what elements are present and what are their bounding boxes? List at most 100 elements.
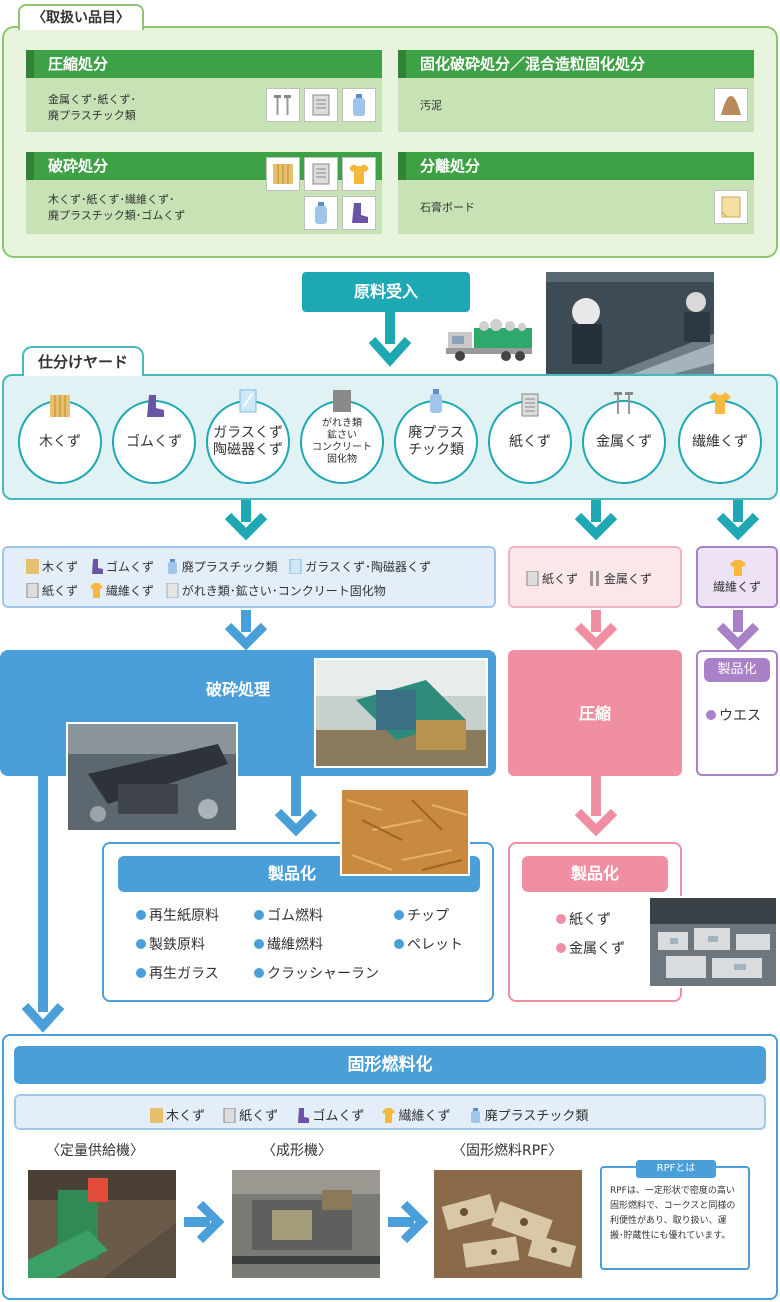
glass-icon <box>289 559 302 574</box>
truck-icon <box>446 319 532 361</box>
long-down-arrow <box>21 776 65 1033</box>
pink-product-title: 製品化 <box>522 856 668 892</box>
boot-icon <box>298 1108 310 1123</box>
paper-icon <box>526 571 539 586</box>
sorting-yard-title: 仕分けヤード <box>22 346 145 376</box>
fiber-product-item: ウエス <box>706 706 761 726</box>
boot-icon <box>91 559 103 574</box>
rpf-info-text: RPFは、一定形状で密度の高い固形燃料で、コークスと同様の利便性があり、取り扱い… <box>610 1186 736 1241</box>
right-arrow <box>388 1200 428 1244</box>
compress-process-box <box>508 650 682 776</box>
step-label-rpf: 〈固形燃料RPF〉 <box>452 1143 563 1159</box>
category-title: 分離処分 <box>398 152 754 180</box>
circle-rubble: がれき類鉱さいコンクリート固化物 <box>300 400 384 484</box>
product-item: 再生ガラス <box>136 964 219 984</box>
step-label-feeder: 〈定量供給機〉 <box>46 1143 144 1159</box>
compressed-bales-photo <box>648 896 778 988</box>
product-item: ペレット <box>394 935 463 955</box>
category-crushing: 破砕処分 木くず･紙くず･繊維くず･廃プラスチック類･ゴムくず <box>26 152 382 234</box>
paper-icon <box>304 88 338 122</box>
metal-icon <box>589 571 599 586</box>
down-arrow <box>574 776 618 837</box>
product-item: クラッシャーラン <box>254 964 379 984</box>
heavy-machinery-photo <box>66 722 238 832</box>
wood-icon <box>50 395 70 417</box>
paper-icon <box>521 393 539 417</box>
down-arrow <box>274 776 318 837</box>
step-label-molder: 〈成形機〉 <box>262 1143 332 1159</box>
boot-icon <box>147 395 164 417</box>
shirt-icon <box>730 560 746 576</box>
bottle-icon <box>342 88 376 122</box>
product-item: 再生紙原料 <box>136 906 219 926</box>
category-title: 圧縮処分 <box>26 50 382 78</box>
glass-icon <box>239 389 257 413</box>
wood-icon <box>266 157 300 191</box>
compress-materials-list: 紙くず 金属くず <box>508 546 682 608</box>
bottle-icon <box>430 389 442 413</box>
paper-icon <box>223 1108 236 1123</box>
shirt-icon <box>709 392 731 414</box>
category-solidification: 固化破砕処分／混合造粒固化処分 汚泥 <box>398 50 754 132</box>
down-arrow <box>368 312 412 367</box>
product-item: ゴム燃料 <box>254 906 323 926</box>
category-compression: 圧縮処分 金属くず･紙くず･廃プラスチック類 <box>26 50 382 132</box>
fiber-product-title: 製品化 <box>704 658 770 682</box>
product-item: 繊維燃料 <box>254 935 323 955</box>
circle-plastic: 廃プラスチック類 <box>394 400 478 484</box>
down-arrow <box>716 610 760 651</box>
compress-label: 圧縮 <box>578 704 611 723</box>
product-item: 製鉄原料 <box>136 935 205 955</box>
down-arrow <box>716 500 760 541</box>
rpf-info-box <box>600 1166 750 1270</box>
category-items: 汚泥 <box>420 99 442 112</box>
rubble-icon <box>166 583 179 598</box>
metal-icon <box>614 392 633 414</box>
down-arrow <box>224 610 268 651</box>
shirt-icon <box>382 1108 396 1123</box>
category-items: 金属くず･紙くず･廃プラスチック類 <box>48 93 136 122</box>
fuel-materials-list: 木くず 紙くず ゴムくず 繊維くず 廃プラスチック類 <box>14 1094 766 1130</box>
rpf-info-title: RPFとは <box>636 1160 716 1178</box>
paper-icon <box>26 583 39 598</box>
right-arrow <box>184 1200 224 1244</box>
category-items: 石膏ボード <box>420 201 475 214</box>
gypsum-board-icon <box>714 190 748 224</box>
paper-icon <box>304 157 338 191</box>
metal-icon <box>266 88 300 122</box>
circle-metal: 金属くず <box>582 400 666 484</box>
bottle-icon <box>304 196 338 230</box>
intake-label: 原料受入 <box>302 272 470 312</box>
down-arrow <box>574 610 618 651</box>
rubble-icon <box>333 390 351 412</box>
rpf-photo <box>432 1168 584 1280</box>
product-item: 紙くず <box>556 910 611 930</box>
sludge-icon <box>714 88 748 122</box>
wood-chips-photo <box>340 788 470 876</box>
shirt-icon <box>89 583 103 598</box>
wood-icon <box>150 1108 163 1123</box>
bottle-icon <box>167 559 177 574</box>
wood-icon <box>26 559 39 574</box>
crush-label: 破砕処理 <box>206 680 271 699</box>
solid-fuel-title: 固形燃料化 <box>14 1046 766 1084</box>
fiber-materials-list: 繊維くず <box>696 546 778 608</box>
category-items: 木くず･紙くず･繊維くず･廃プラスチック類･ゴムくず <box>48 193 186 222</box>
boot-icon <box>342 196 376 230</box>
handled-items-tab: 〈取扱い品目〉 <box>18 4 144 30</box>
down-arrow <box>224 500 268 541</box>
circle-glass: ガラスくず陶磁器くず <box>206 400 290 484</box>
sorting-line-photo <box>544 270 716 382</box>
product-item: チップ <box>394 906 449 926</box>
down-arrow <box>574 500 618 541</box>
crusher-machine-photo <box>314 658 488 768</box>
shirt-icon <box>342 157 376 191</box>
crush-materials-list: 木くず ゴムくず 廃プラスチック類 ガラスくず･陶磁器くず 紙くず 繊維くず が… <box>2 546 496 608</box>
molder-photo <box>230 1168 382 1280</box>
fiber-label: 繊維くず <box>712 580 761 594</box>
product-item: 金属くず <box>556 939 625 959</box>
circle-rubber: ゴムくず <box>112 400 196 484</box>
category-separation: 分離処分 石膏ボード <box>398 152 754 234</box>
bottle-icon <box>470 1108 480 1123</box>
category-title: 固化破砕処分／混合造粒固化処分 <box>398 50 754 78</box>
